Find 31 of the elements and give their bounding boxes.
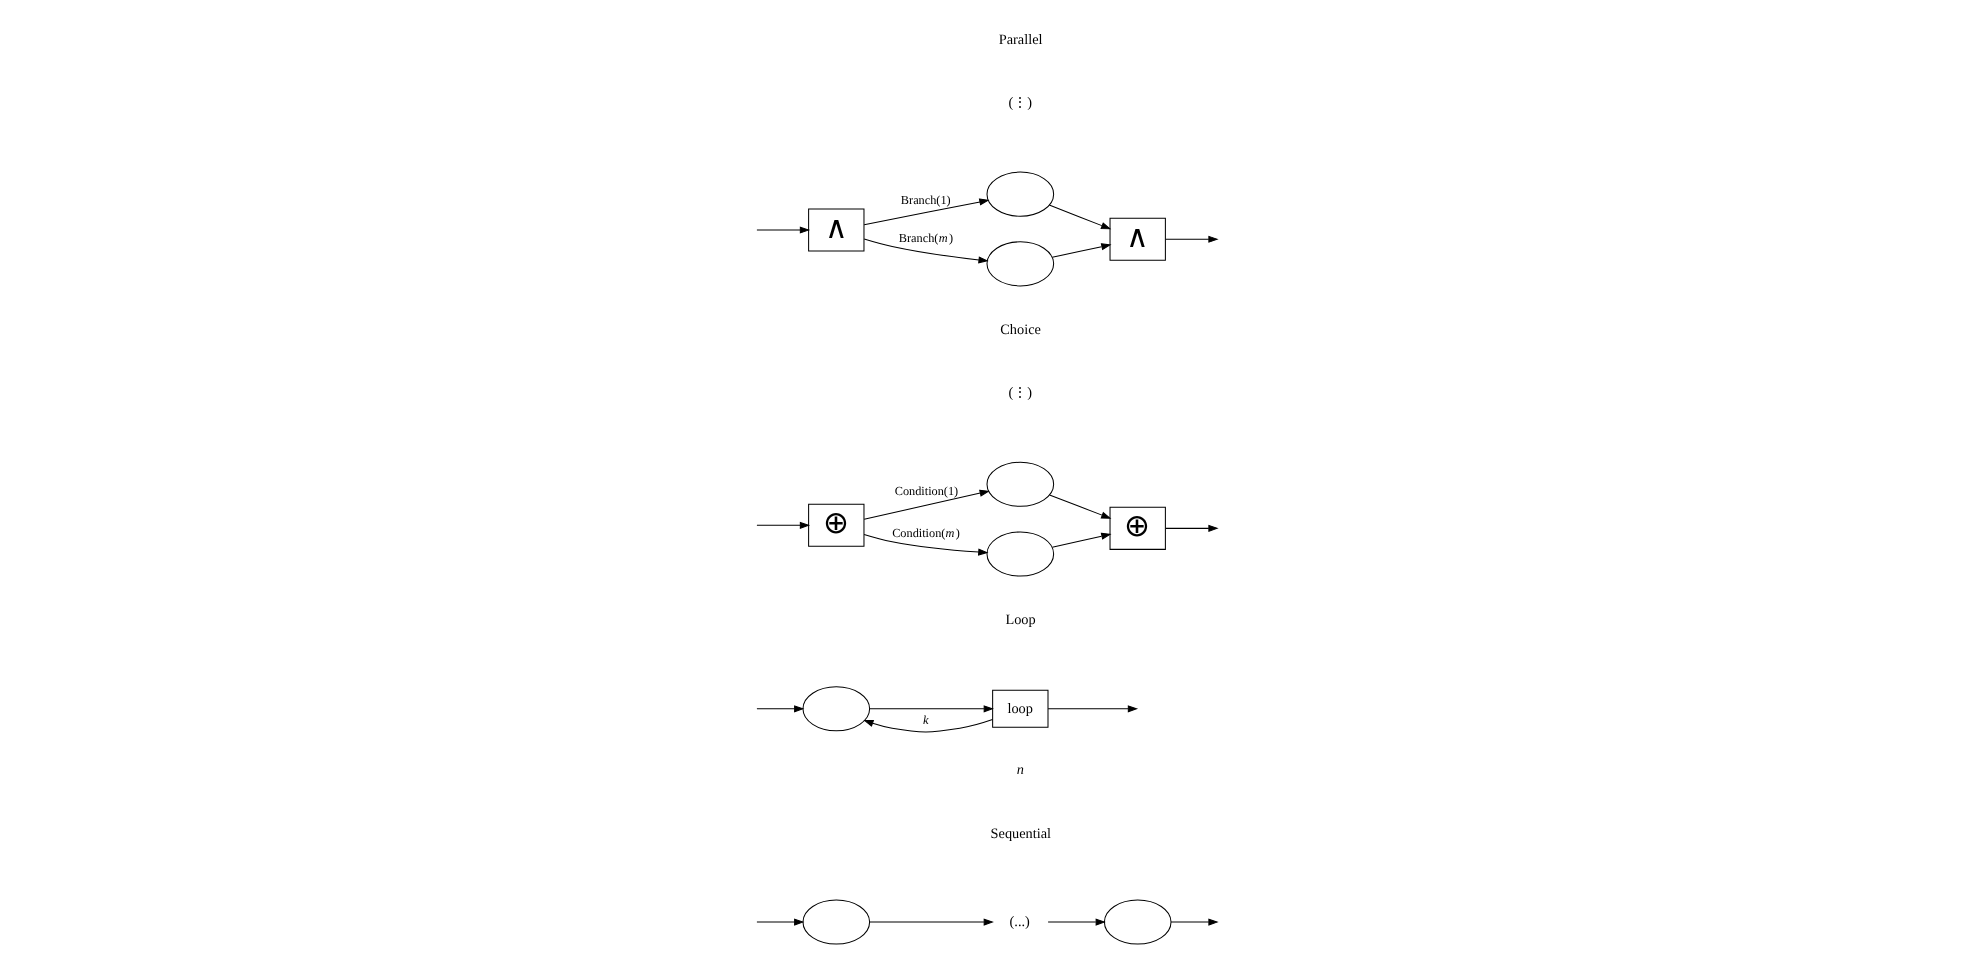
node-box: ∧ bbox=[1108, 217, 1165, 261]
node-ellipse bbox=[985, 171, 1054, 217]
arrow bbox=[1046, 705, 1138, 713]
node-box: ⊕ bbox=[807, 503, 864, 547]
arrow bbox=[862, 533, 988, 556]
arrow bbox=[1169, 918, 1218, 926]
arrow bbox=[755, 705, 804, 713]
arrow bbox=[1050, 243, 1111, 258]
arrow bbox=[868, 705, 993, 713]
arrow bbox=[755, 918, 804, 926]
arrow bbox=[862, 489, 989, 520]
node-box: ∧ bbox=[807, 208, 864, 252]
node-ellipse bbox=[985, 461, 1054, 507]
arrow bbox=[1048, 494, 1111, 519]
arrow bbox=[1050, 532, 1111, 548]
arrow bbox=[1047, 204, 1111, 230]
arrow bbox=[1046, 918, 1105, 926]
arrow bbox=[755, 521, 810, 529]
node-ellipse bbox=[1102, 899, 1171, 945]
arrow bbox=[1164, 235, 1218, 243]
node-ellipse bbox=[801, 686, 870, 732]
node-box: ⊕ bbox=[1108, 506, 1165, 550]
arrow bbox=[862, 238, 988, 264]
arrow bbox=[755, 226, 810, 234]
arrow bbox=[862, 719, 993, 733]
node-ellipse bbox=[985, 531, 1054, 577]
node-ellipse bbox=[801, 899, 870, 945]
arrow bbox=[868, 918, 993, 926]
node-ellipse bbox=[985, 241, 1054, 287]
arrow bbox=[1164, 524, 1218, 532]
arrow bbox=[862, 198, 989, 226]
